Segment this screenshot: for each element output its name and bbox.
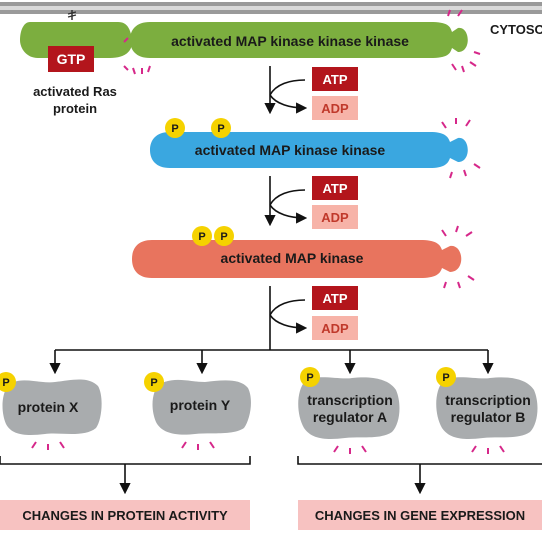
phosphorylation-step-2: ATP ADP: [264, 176, 358, 229]
transcription-regulator-a: P transcription regulator A: [298, 367, 400, 454]
atp-label-2: ATP: [322, 181, 347, 196]
svg-text:P: P: [306, 372, 313, 384]
branch-arrows: [49, 349, 494, 375]
outcome-gene-expression: CHANGES IN GENE EXPRESSION: [298, 500, 542, 530]
outcome-protein-activity: CHANGES IN PROTEIN ACTIVITY: [0, 500, 250, 530]
cytosol-label: CYTOSOL: [490, 22, 542, 37]
mapkk-activation-marks: [441, 118, 481, 179]
ras-protein: GTP activated Ras protein: [20, 10, 151, 116]
gtp-box: [48, 46, 94, 72]
regulator-b-label-1: transcription: [445, 392, 531, 408]
regulator-a-label-1: transcription: [307, 392, 393, 408]
atp-label-3: ATP: [322, 291, 347, 306]
regulator-a-label-2: regulator A: [313, 409, 387, 425]
atp-label-1: ATP: [322, 72, 347, 87]
protein-y: P protein Y: [144, 372, 251, 450]
protein-x-label: protein X: [18, 399, 79, 415]
protein-x: P protein X: [0, 372, 102, 450]
adp-label-1: ADP: [321, 101, 349, 116]
svg-text:P: P: [150, 377, 157, 389]
mapkk-label: activated MAP kinase kinase: [195, 142, 386, 158]
svg-text:P: P: [442, 372, 449, 384]
svg-text:P: P: [171, 123, 178, 135]
regulator-b-label-2: regulator B: [451, 409, 526, 425]
svg-text:P: P: [220, 231, 227, 243]
mapkkk-label: activated MAP kinase kinase kinase: [171, 33, 409, 49]
phosphorylation-step-1: ATP ADP: [264, 66, 358, 120]
phosphate-2: [211, 118, 231, 138]
mapkk: P P activated MAP kinase kinase: [150, 118, 481, 179]
adp-label-2: ADP: [321, 210, 349, 225]
ras-caption-2: protein: [53, 101, 97, 116]
svg-text:P: P: [198, 231, 205, 243]
phosphorylation-step-3: ATP ADP: [269, 286, 358, 350]
mapk-activation-marks: [441, 225, 475, 289]
transcription-regulator-b: P transcription regulator B: [436, 367, 538, 454]
ras-activation-marks: [123, 37, 151, 75]
mapkkk-activation-marks: [447, 9, 481, 73]
outcome-protein-activity-label: CHANGES IN PROTEIN ACTIVITY: [22, 508, 228, 523]
plasma-membrane: [0, 2, 542, 14]
phosphate-4: [214, 226, 234, 246]
ras-caption-1: activated Ras: [33, 84, 117, 99]
svg-text:P: P: [217, 123, 224, 135]
outcome-brackets: [0, 456, 542, 495]
svg-text:P: P: [2, 377, 9, 389]
protein-y-label: protein Y: [170, 397, 231, 413]
gtp-label: GTP: [57, 51, 86, 67]
phosphate-1: [165, 118, 185, 138]
mapk-label: activated MAP kinase: [221, 250, 364, 266]
phosphate-3: [192, 226, 212, 246]
mapkkk: activated MAP kinase kinase kinase: [130, 9, 481, 73]
adp-label-3: ADP: [321, 321, 349, 336]
outcome-gene-expression-label: CHANGES IN GENE EXPRESSION: [315, 508, 525, 523]
mapk: P P activated MAP kinase: [132, 225, 475, 289]
